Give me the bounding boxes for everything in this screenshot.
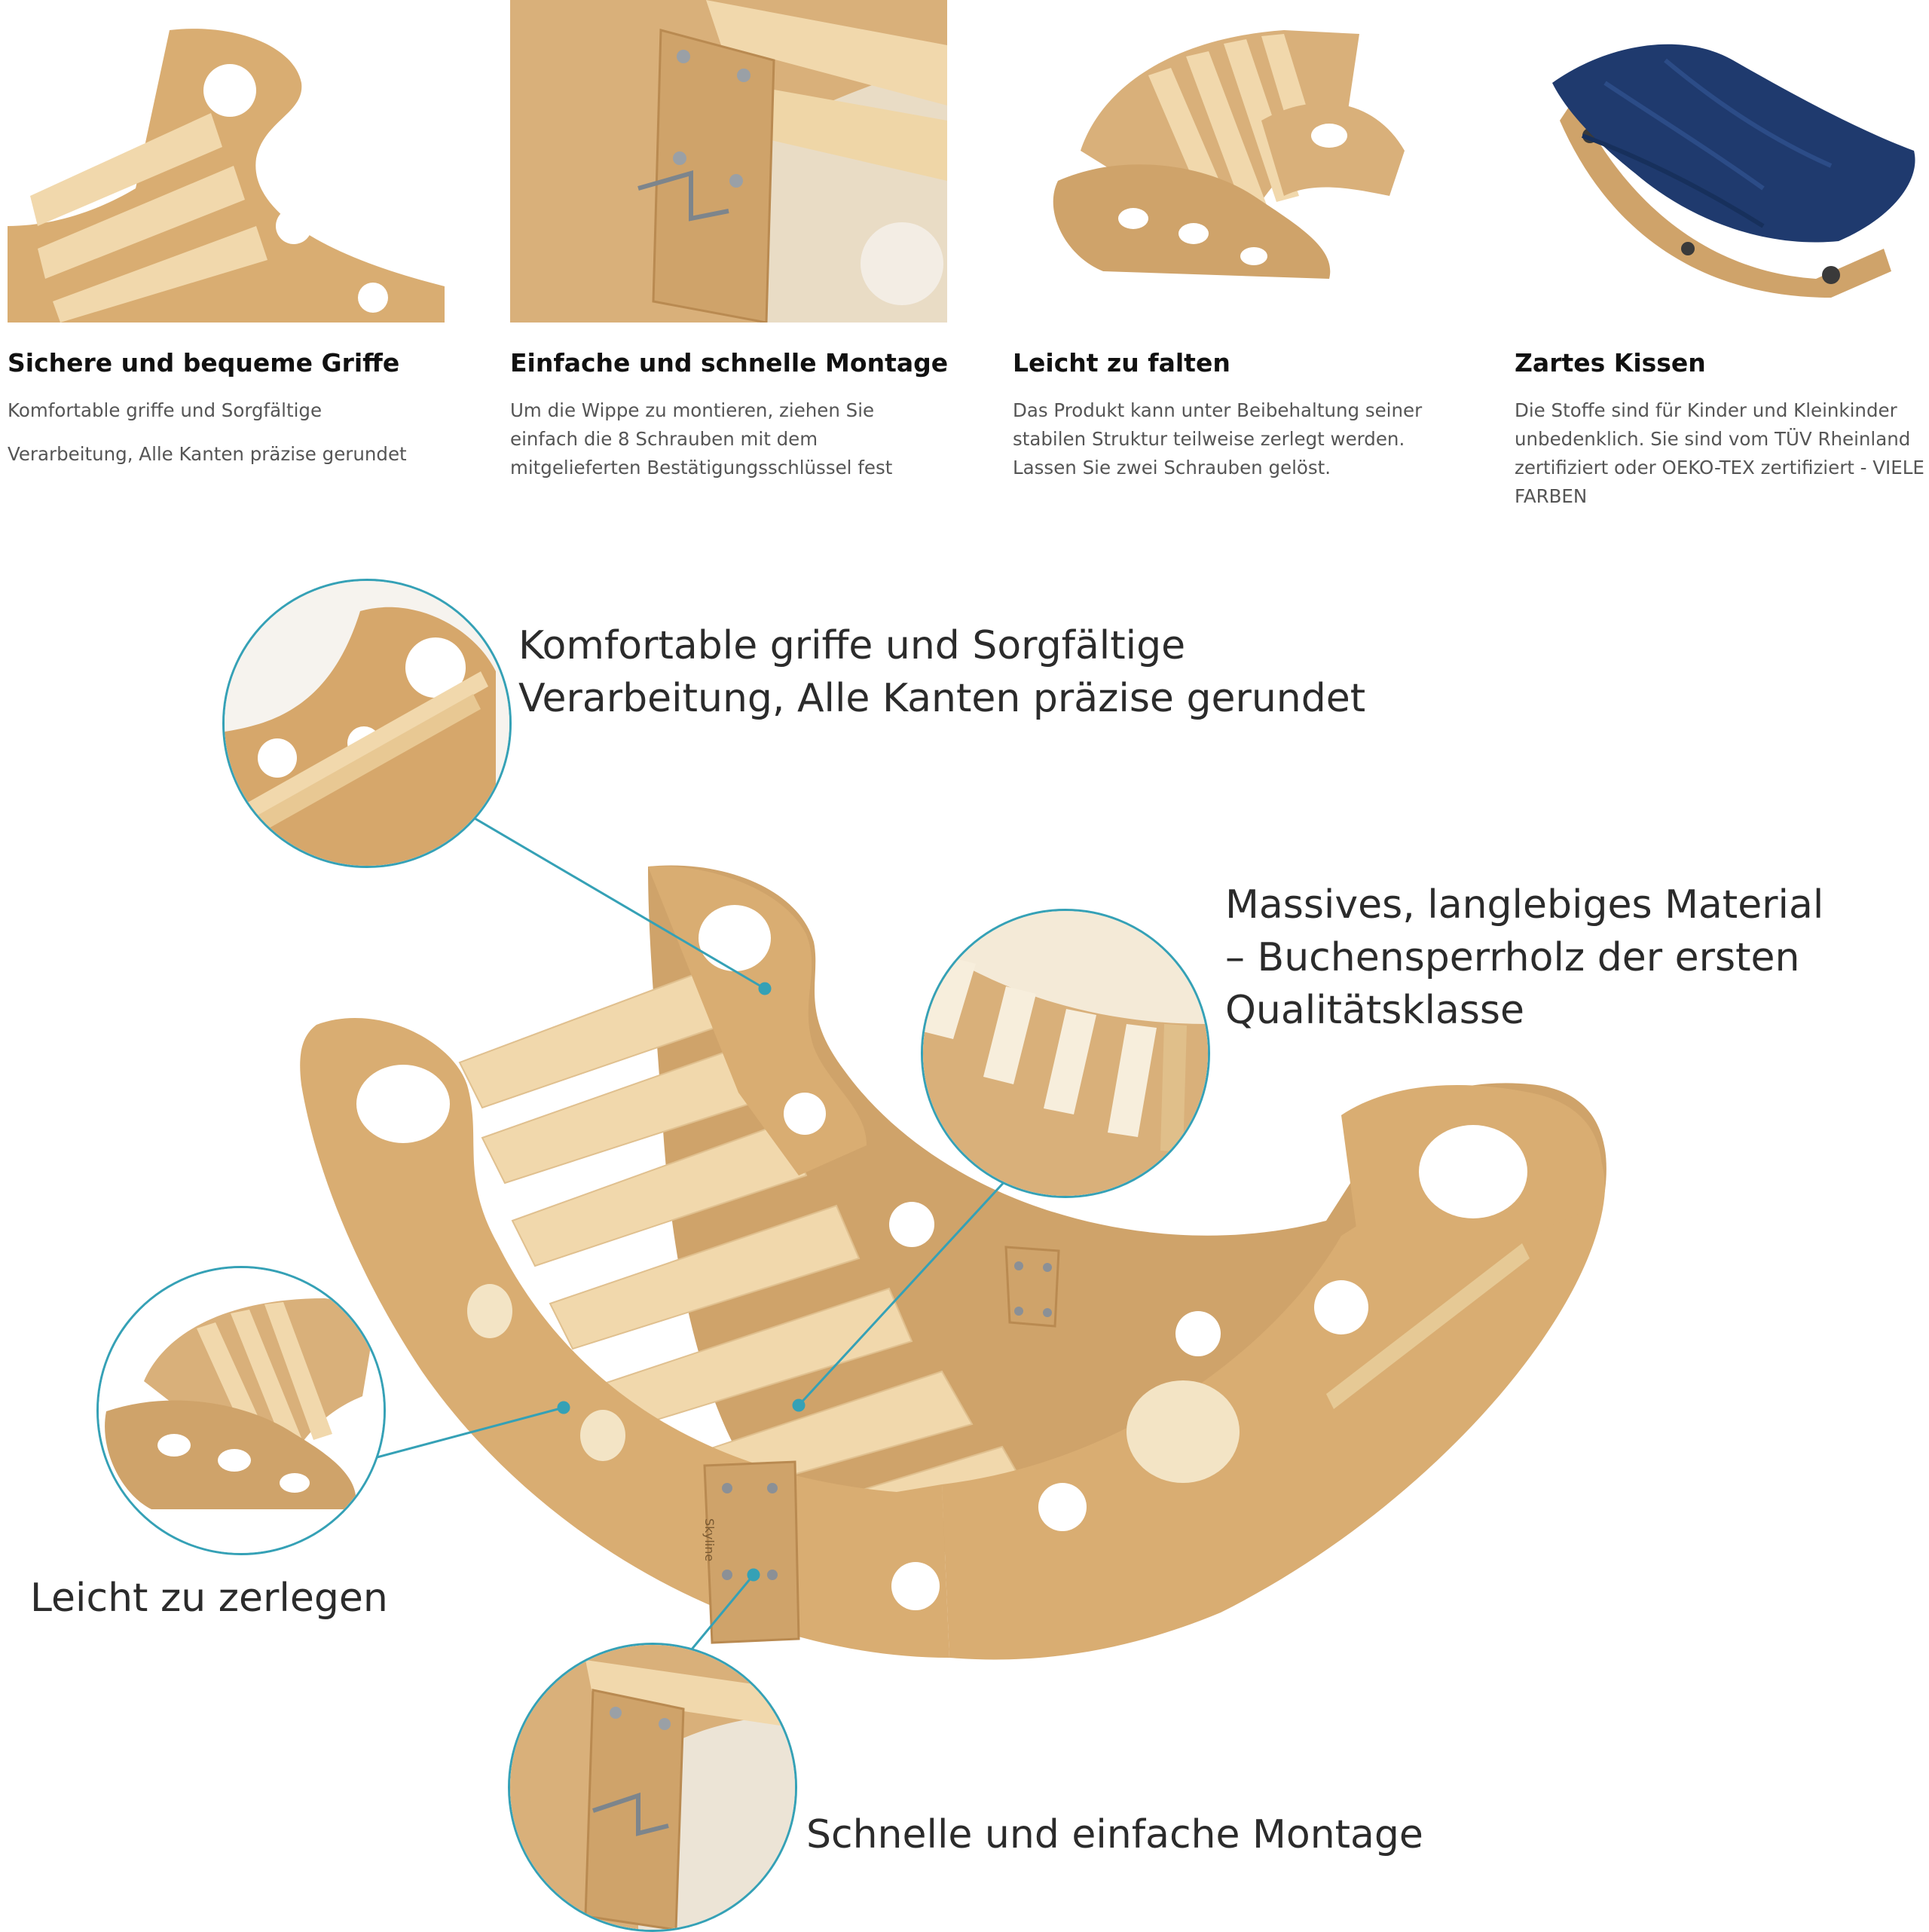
zoom-disassemble xyxy=(96,1266,386,1555)
feature-description: Um die Wippe zu montieren, ziehen Sie ei… xyxy=(510,399,893,478)
zoom-handles xyxy=(222,579,512,868)
assembly-photo xyxy=(510,0,947,323)
plate-logo: Skyline xyxy=(702,1518,717,1562)
folding-photo xyxy=(1013,0,1450,323)
callout-handles-text: Komfortable griffe und Sorgfältige Verar… xyxy=(518,623,1366,721)
handles-photo xyxy=(8,0,445,323)
feature-description: Das Produkt kann unter Beibehaltung sein… xyxy=(1013,399,1423,478)
feature-title: Sichere und bequeme Griffe xyxy=(8,348,400,378)
callout-disassemble-text: Leicht zu zerlegen xyxy=(30,1576,388,1621)
zoom-material xyxy=(921,909,1210,1198)
feature-description: Die Stoffe sind für Kinder und Kleinkind… xyxy=(1515,399,1924,507)
feature-title: Leicht zu falten xyxy=(1013,348,1230,378)
cushion-photo xyxy=(1515,0,1929,323)
zoom-assembly xyxy=(508,1643,797,1932)
feature-title: Einfache und schnelle Montage xyxy=(510,348,949,378)
callout-assembly-text: Schnelle und einfache Montage xyxy=(806,1812,1423,1857)
feature-title: Zartes Kissen xyxy=(1515,348,1706,378)
feature-description: Komfortable griffe und Sorgfältige Verar… xyxy=(8,399,407,465)
callout-material-text: Massives, langlebiges Material – Buchens… xyxy=(1225,882,1824,1033)
